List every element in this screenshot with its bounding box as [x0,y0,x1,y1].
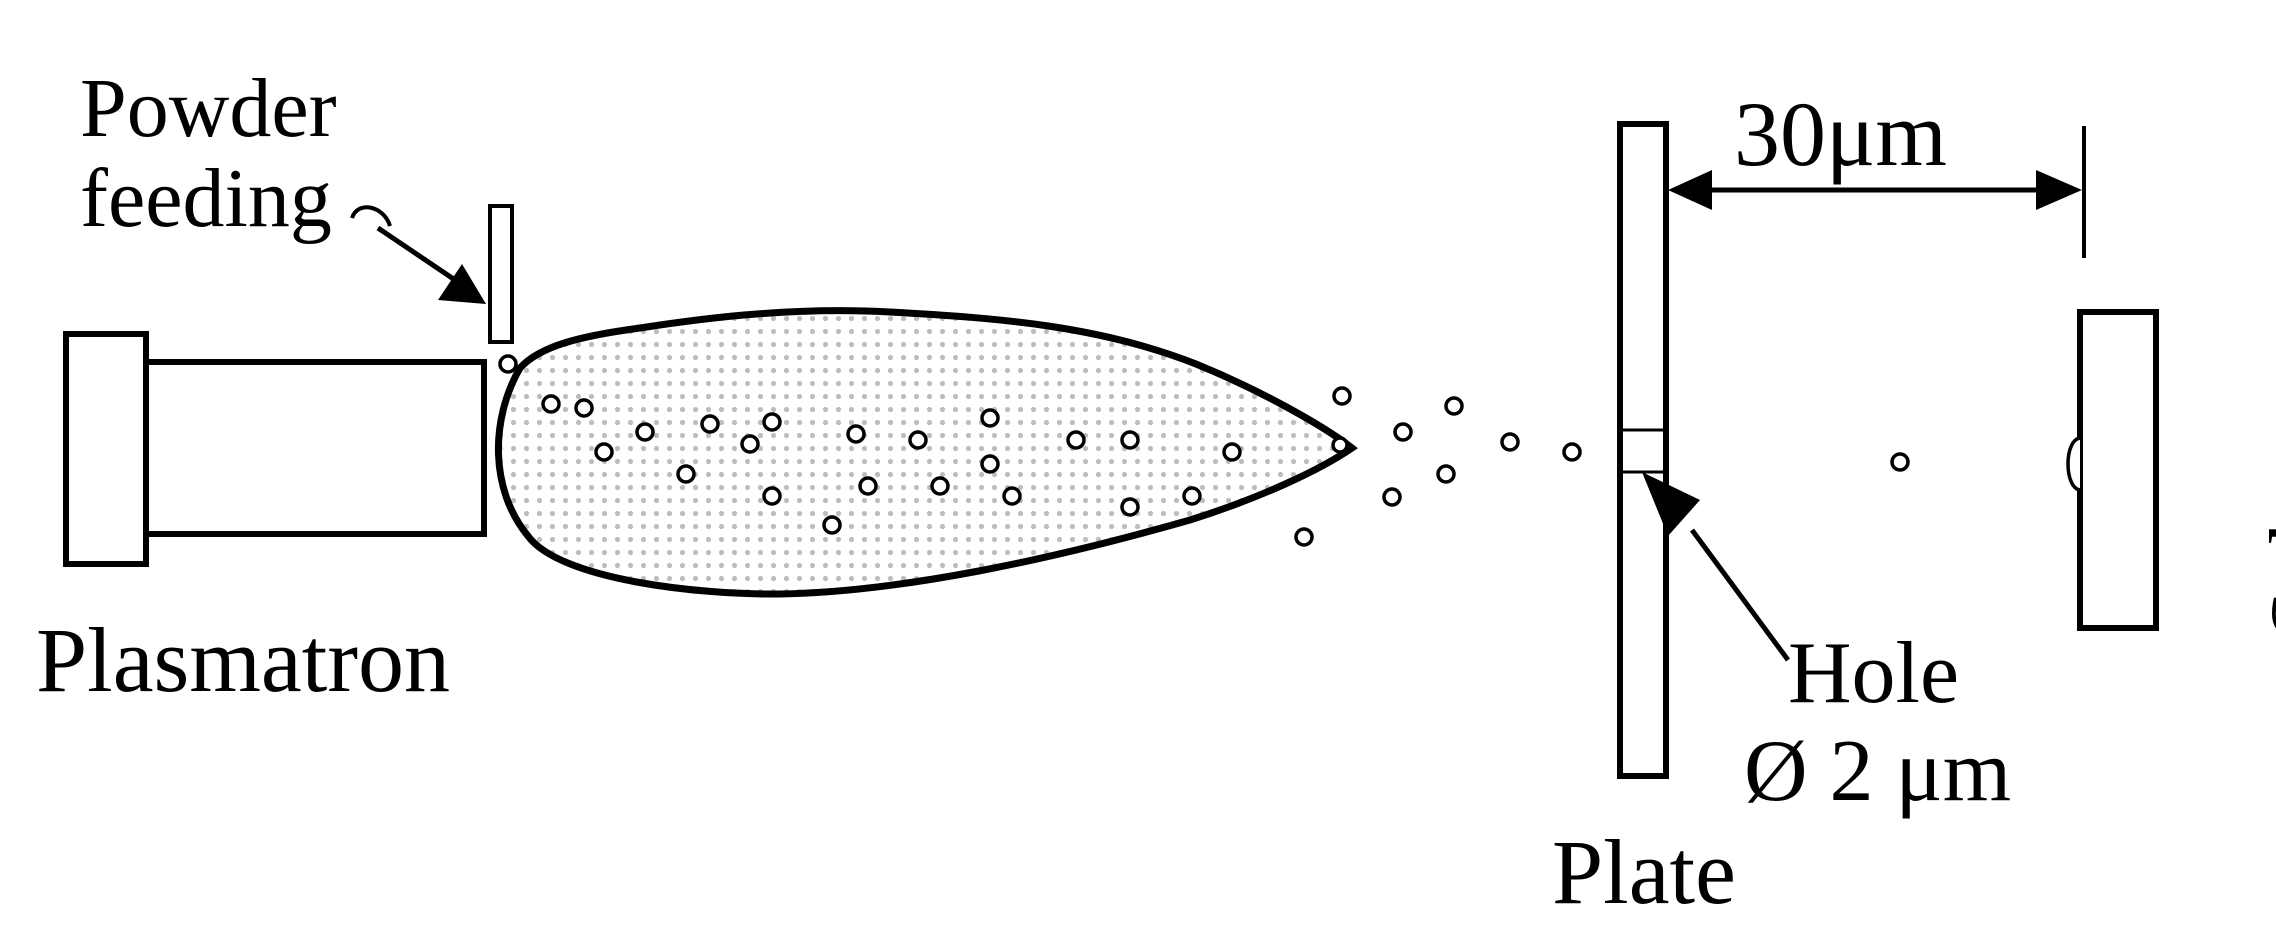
plate-label: Plate [1552,821,1736,923]
particle [1382,487,1402,507]
powder-feeding-arrow [350,205,486,304]
particle [1120,497,1140,517]
particle [700,414,720,434]
particle [1562,442,1582,462]
particle [1182,486,1202,506]
powder-feeder-tube [488,204,514,344]
distance-dimension [1668,126,2086,258]
particle [676,464,696,484]
particle [740,434,760,454]
particles [498,354,1910,547]
particle [1294,527,1314,547]
distance-label: 30μm [1728,88,1953,180]
plasmatron [63,331,487,567]
particle [1332,386,1352,406]
plasmatron-label: Plasmatron [36,609,450,711]
particle [908,430,928,450]
particle [594,442,614,462]
particle [858,476,878,496]
particle [1393,422,1413,442]
particle [1120,430,1140,450]
particle [574,398,594,418]
plasma-jet [495,307,1358,598]
particle [1890,452,1910,472]
particle [541,394,561,414]
hole-diameter-label: Ø 2 μm [1744,723,2012,820]
particle [762,486,782,506]
particle [762,412,782,432]
particle [930,476,950,496]
powder-feeding-label-line1: Powder [80,62,337,155]
particle [1002,486,1022,506]
particle [1222,442,1242,462]
particle [635,422,655,442]
plate-body [1617,121,1669,779]
particle [1436,464,1456,484]
particle [498,354,518,374]
particle [980,408,1000,428]
particle [1331,436,1349,454]
hole-arrow [1642,472,1791,662]
particle [980,454,1000,474]
substrate [2066,309,2159,631]
particle [1066,430,1086,450]
deposit-bump [2066,436,2081,492]
powder-feeding-label: Powder feeding [80,64,337,244]
hole-label: Hole [1788,625,1960,722]
substrate-body [2077,309,2159,631]
particle [846,424,866,444]
plate [1617,121,1669,779]
particle [1444,396,1464,416]
plasmatron-body [143,359,487,537]
powder-feeding-label-line2: feeding [80,152,332,245]
particle [1500,432,1520,452]
particle [822,515,842,535]
plasmatron-flange [63,331,149,567]
substrate-label: Substrate [2251,297,2276,640]
